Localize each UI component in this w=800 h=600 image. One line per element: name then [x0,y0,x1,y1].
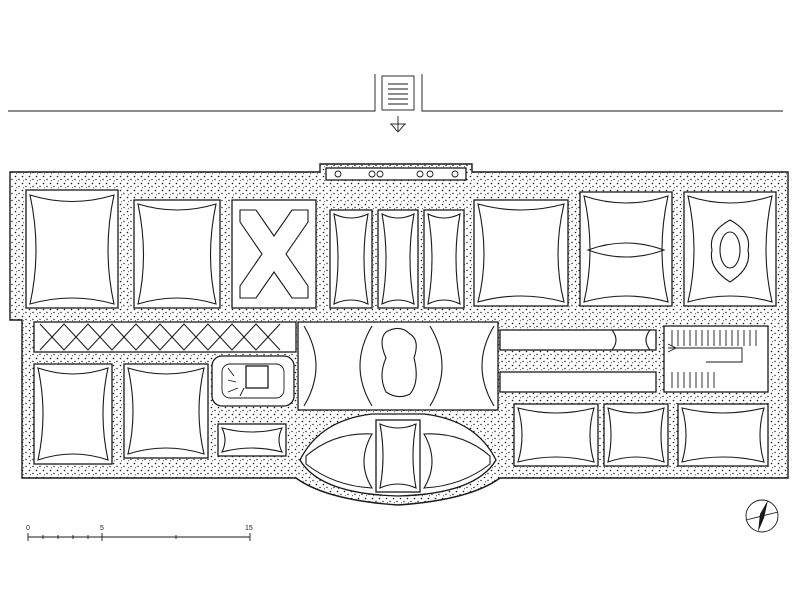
central-hall [297,321,499,411]
scale-tick-15: 15 [245,525,253,532]
scale-tick-0: 0 [26,525,30,532]
room-bottom-4 [513,403,599,467]
balcony-rosettes [334,170,459,178]
room-top-9-ceiling-medallion [683,191,777,307]
room-bottom-6 [677,403,769,467]
oval-salon [299,413,497,497]
scale-bar: 0 5 15 [26,525,253,541]
room-bottom-1 [33,363,113,465]
corridor-left-diamond-vaults [33,321,297,353]
corridor-right [499,329,657,393]
room-top-4 [329,209,373,309]
room-top-3-cross-vault [231,199,317,309]
room-top-8 [579,191,673,307]
room-bottom-5 [603,403,669,467]
room-top-2 [133,199,221,309]
balcony-strip [325,167,467,181]
room-top-6 [423,209,465,309]
street-line [8,74,783,112]
spiral-staircase [211,355,295,407]
room-bottom-2 [123,363,209,459]
scale-tick-5: 5 [100,525,104,532]
main-staircase [663,325,769,393]
room-top-7 [473,199,569,307]
room-bottom-3-small [217,423,287,457]
entrance-arrow-icon [390,116,406,133]
compass-north-arrow-icon [745,499,779,533]
room-top-5 [377,209,419,309]
entrance-steps [381,75,415,111]
room-top-1 [25,189,119,309]
